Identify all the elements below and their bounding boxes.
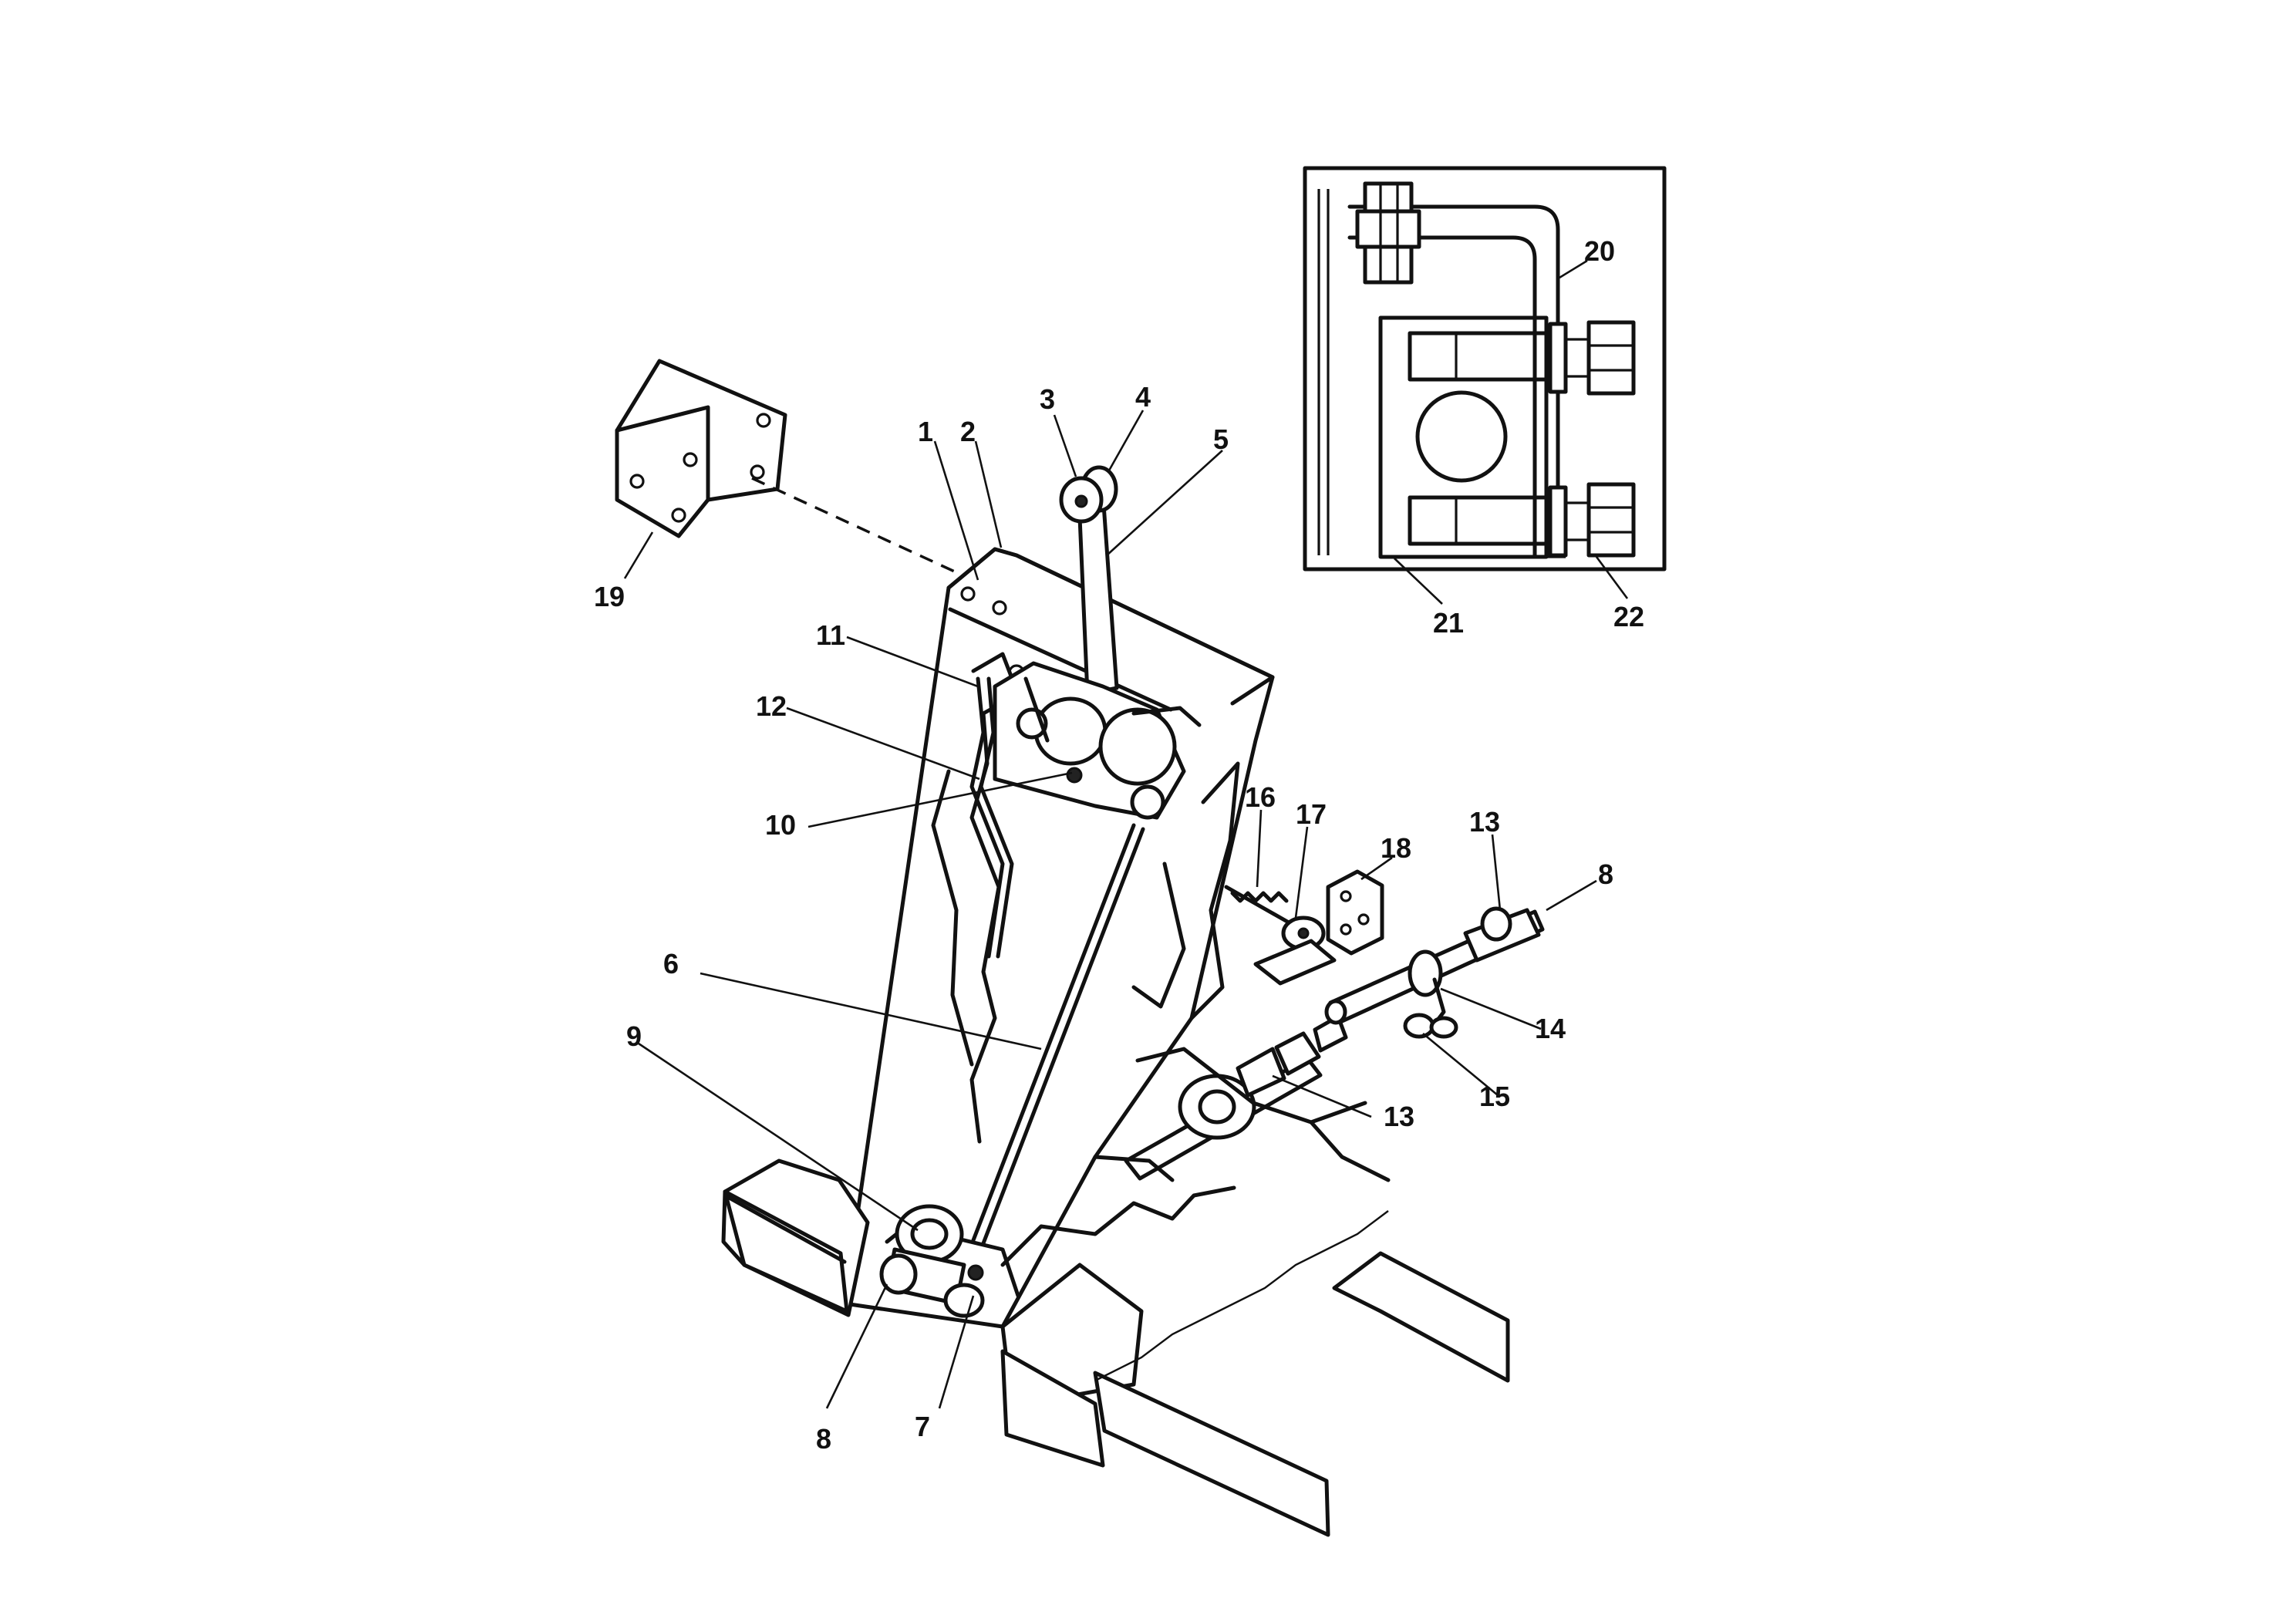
callout-labels: 1 2 3 4 5 6 7 8 8 9 10 11 12 13 13 14 15… xyxy=(594,235,1644,1455)
callout-8a: 8 xyxy=(816,1423,831,1455)
callout-11: 11 xyxy=(816,619,845,651)
callout-12: 12 xyxy=(756,690,787,722)
control-housing xyxy=(842,547,1275,1329)
callout-16: 16 xyxy=(1245,781,1276,813)
callout-1: 1 xyxy=(918,416,933,447)
callout-13a: 13 xyxy=(1469,806,1500,838)
inset-detail xyxy=(1303,166,1667,572)
callout-3: 3 xyxy=(1040,383,1055,415)
lower-shaft-assembly xyxy=(879,1204,985,1318)
cables xyxy=(969,676,1145,1246)
callout-10: 10 xyxy=(765,809,796,841)
callout-2: 2 xyxy=(960,416,976,447)
control-lever xyxy=(1059,465,1119,696)
callout-15: 15 xyxy=(1479,1081,1510,1112)
callout-18: 18 xyxy=(1381,832,1411,864)
callout-8b: 8 xyxy=(1598,858,1613,890)
callout-14: 14 xyxy=(1535,1013,1566,1044)
bracket-19 xyxy=(615,359,979,584)
callout-20: 20 xyxy=(1584,235,1615,267)
callout-4: 4 xyxy=(1135,381,1151,413)
callout-21: 21 xyxy=(1433,607,1464,639)
callout-22: 22 xyxy=(1613,601,1644,632)
frame-structure xyxy=(721,1047,1510,1537)
callout-5: 5 xyxy=(1213,423,1229,455)
callout-7: 7 xyxy=(915,1411,930,1442)
right-linkage xyxy=(1224,869,1545,1039)
leader-lines xyxy=(623,259,1629,1409)
callout-17: 17 xyxy=(1296,798,1327,830)
callout-13b: 13 xyxy=(1384,1101,1414,1132)
callout-9: 9 xyxy=(626,1020,642,1052)
callout-19: 19 xyxy=(594,581,625,612)
callout-6: 6 xyxy=(663,948,679,980)
